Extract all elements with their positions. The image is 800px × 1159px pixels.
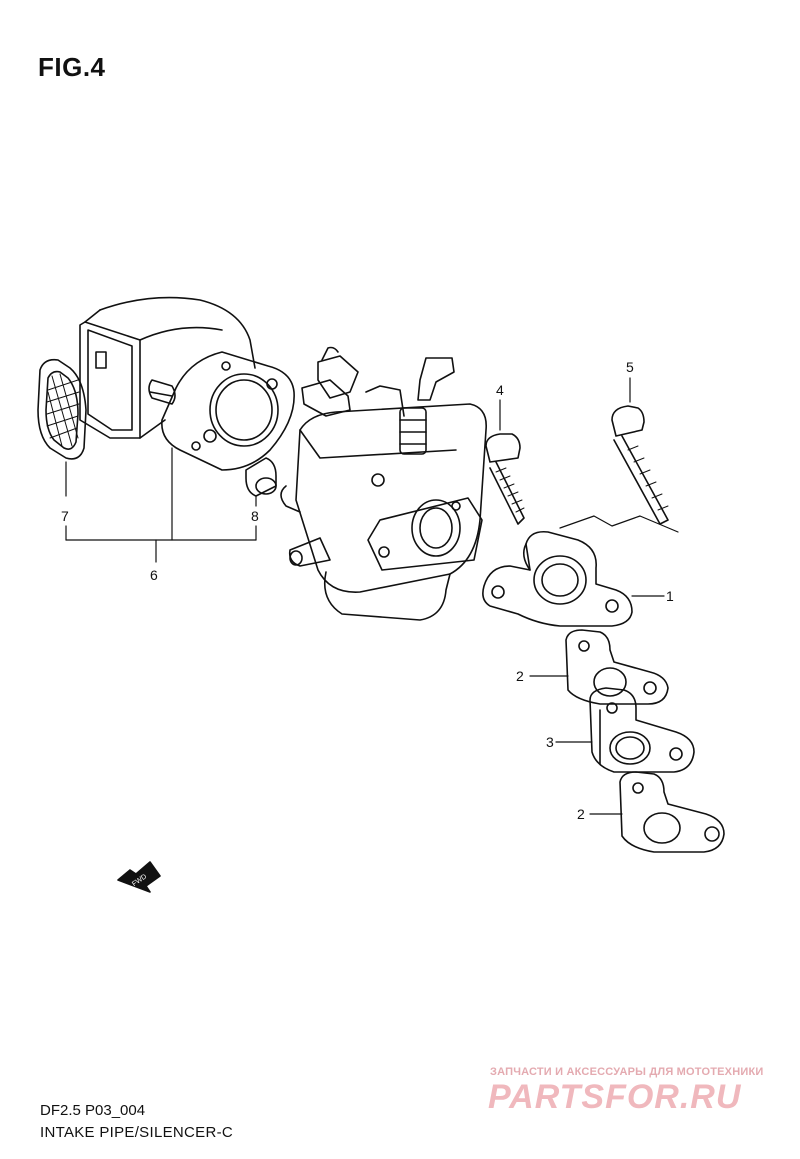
part-4-bolt: [485, 399, 525, 525]
part-5-bolt: [611, 377, 669, 525]
callout-8: 8: [251, 508, 259, 524]
part-8-bushing: [245, 457, 277, 497]
callout-7: 7: [61, 508, 69, 524]
diagram-code: DF2.5 P03_004: [40, 1102, 146, 1119]
part-2-gasket-upper: [529, 629, 669, 705]
figure-title: FIG.4: [38, 52, 106, 82]
watermark-brand: PARTSFOR.RU: [488, 1078, 742, 1116]
part-2-gasket-lower: [589, 771, 725, 853]
fwd-arrow-icon: FWD: [117, 861, 161, 893]
callout-3: 3: [546, 734, 554, 750]
leader-lines-group-6: [65, 447, 257, 563]
callout-1: 1: [666, 588, 674, 604]
part-7-filter-screen: [37, 358, 87, 460]
callout-5: 5: [626, 359, 634, 375]
callout-6: 6: [150, 567, 158, 583]
part-3-spacer: [555, 687, 695, 773]
break-line: [559, 515, 679, 533]
diagram-description: INTAKE PIPE/SILENCER-C: [40, 1124, 234, 1141]
carburetor-assembly: [280, 346, 487, 621]
part-1-intake-pipe: [482, 530, 665, 627]
callout-4: 4: [496, 382, 504, 398]
part-6-silencer-case: [79, 296, 295, 471]
watermark-tagline: ЗАПЧАСТИ И АКСЕССУАРЫ ДЛЯ МОТОТЕХНИКИ: [490, 1066, 764, 1078]
callout-2-upper: 2: [516, 668, 524, 684]
callout-2-lower: 2: [577, 806, 585, 822]
